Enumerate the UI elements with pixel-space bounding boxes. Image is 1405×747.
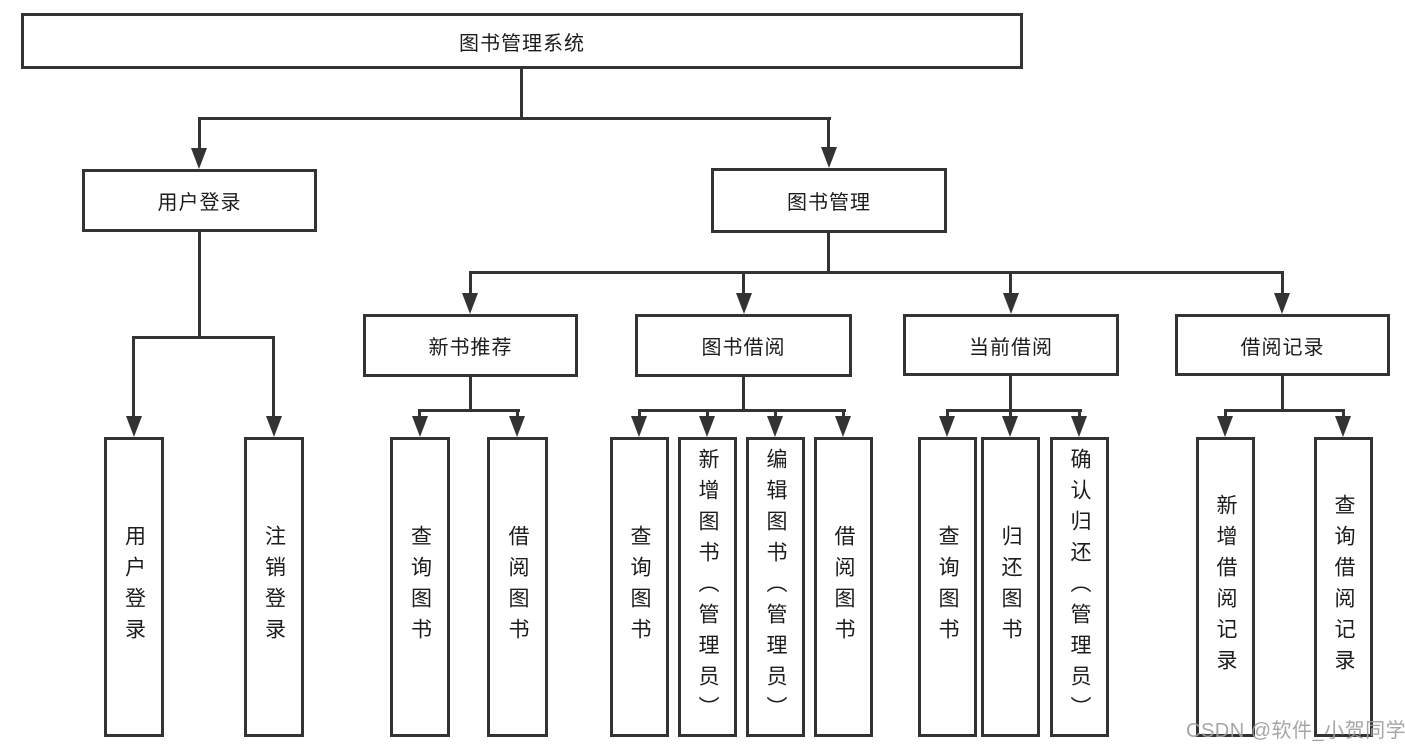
- connector-line: [418, 409, 421, 419]
- arrowhead-icon: [191, 148, 207, 169]
- connector-line: [469, 375, 472, 411]
- connector-line: [469, 271, 1284, 274]
- arrowhead-icon: [509, 416, 525, 437]
- arrowhead-icon: [1071, 416, 1087, 437]
- leaf-borrow-books-recommend: 借阅图书: [487, 437, 548, 737]
- arrowhead-icon: [736, 293, 752, 314]
- connector-line: [1009, 409, 1012, 419]
- leaf-add-books-admin: 新增图书（管理员）: [678, 437, 737, 737]
- connector-line: [638, 409, 641, 419]
- leaf-label: 新增图书（管理员）: [696, 447, 719, 727]
- arrowhead-icon: [126, 416, 142, 437]
- connector-line: [520, 67, 523, 118]
- connector-line: [742, 375, 745, 411]
- arrowhead-icon: [1274, 293, 1290, 314]
- connector-line: [132, 336, 275, 339]
- connector-line: [132, 336, 135, 418]
- connector-line: [1009, 271, 1012, 295]
- connector-line: [1078, 409, 1081, 419]
- connector-line: [1281, 374, 1284, 411]
- connector-line: [272, 336, 275, 418]
- node-label: 图书管理系统: [459, 32, 585, 55]
- leaf-confirm-return-admin: 确认归还（管理员）: [1050, 437, 1109, 737]
- connector-line: [1224, 409, 1227, 419]
- connector-line: [516, 409, 519, 419]
- arrowhead-icon: [1335, 416, 1351, 437]
- leaf-return-books: 归还图书: [981, 437, 1040, 737]
- leaf-query-borrow-record: 查询借阅记录: [1314, 437, 1373, 737]
- leaf-label: 注销登录: [262, 525, 286, 649]
- connector-line: [827, 230, 830, 273]
- connector-line: [842, 409, 845, 419]
- leaf-logout: 注销登录: [244, 437, 304, 737]
- node-label: 图书借阅: [701, 337, 786, 359]
- node-library-system: 图书管理系统: [21, 13, 1023, 69]
- leaf-label: 查询图书: [628, 525, 651, 649]
- leaf-label: 查询图书: [408, 525, 432, 649]
- arrowhead-icon: [1003, 293, 1019, 314]
- leaf-label: 查询借阅记录: [1332, 494, 1355, 680]
- node-current-borrowing: 当前借阅: [903, 314, 1119, 376]
- connector-line: [827, 117, 830, 149]
- connector-line: [706, 409, 709, 419]
- node-new-book-recommend: 新书推荐: [363, 314, 578, 377]
- node-book-management: 图书管理: [711, 168, 947, 233]
- arrowhead-icon: [1002, 416, 1018, 437]
- leaf-edit-books-admin: 编辑图书（管理员）: [746, 437, 805, 737]
- leaf-label: 查询图书: [936, 525, 959, 649]
- leaf-label: 借阅图书: [506, 525, 529, 649]
- connector-line: [198, 117, 201, 150]
- node-borrowing-records: 借阅记录: [1175, 314, 1390, 376]
- node-book-borrowing: 图书借阅: [635, 314, 852, 377]
- connector-line: [638, 409, 846, 412]
- connector-line: [774, 409, 777, 419]
- connector-line: [946, 409, 949, 419]
- leaf-query-books-borrowing: 查询图书: [610, 437, 669, 737]
- leaf-label: 确认归还（管理员）: [1068, 447, 1091, 727]
- arrowhead-icon: [821, 147, 837, 168]
- connector-line: [198, 117, 831, 120]
- arrowhead-icon: [462, 293, 478, 314]
- leaf-query-books-recommend: 查询图书: [390, 437, 450, 737]
- leaf-label: 新增借阅记录: [1214, 494, 1237, 680]
- node-label: 用户登录: [157, 192, 242, 214]
- arrowhead-icon: [767, 416, 783, 437]
- arrowhead-icon: [266, 416, 282, 437]
- leaf-label: 借阅图书: [832, 525, 855, 649]
- leaf-label: 归还图书: [999, 525, 1022, 649]
- connector-line: [946, 409, 1082, 412]
- connector-line: [469, 271, 472, 295]
- connector-line: [1009, 374, 1012, 411]
- leaf-label: 用户登录: [122, 525, 146, 649]
- arrowhead-icon: [939, 416, 955, 437]
- node-label: 新书推荐: [428, 337, 513, 359]
- leaf-user-login: 用户登录: [104, 437, 164, 737]
- leaf-add-borrow-record: 新增借阅记录: [1196, 437, 1255, 737]
- node-label: 借阅记录: [1240, 336, 1325, 359]
- leaf-borrow-books-borrowing: 借阅图书: [814, 437, 873, 737]
- leaf-query-books-current: 查询图书: [918, 437, 977, 737]
- node-label: 当前借阅: [969, 336, 1053, 359]
- connector-line: [742, 271, 745, 295]
- arrowhead-icon: [835, 416, 851, 437]
- arrowhead-icon: [699, 416, 715, 437]
- connector-line: [1224, 409, 1345, 412]
- leaf-label: 编辑图书（管理员）: [764, 447, 787, 727]
- connector-line: [1281, 271, 1284, 295]
- connector-line: [198, 229, 201, 338]
- arrowhead-icon: [412, 416, 428, 437]
- connector-line: [1342, 409, 1345, 419]
- node-user-login: 用户登录: [82, 169, 317, 232]
- arrowhead-icon: [1217, 416, 1233, 437]
- arrowhead-icon: [631, 416, 647, 437]
- watermark: CSDN @软件_小贺同学: [1186, 720, 1405, 742]
- connector-line: [418, 409, 520, 412]
- node-label: 图书管理: [787, 192, 871, 214]
